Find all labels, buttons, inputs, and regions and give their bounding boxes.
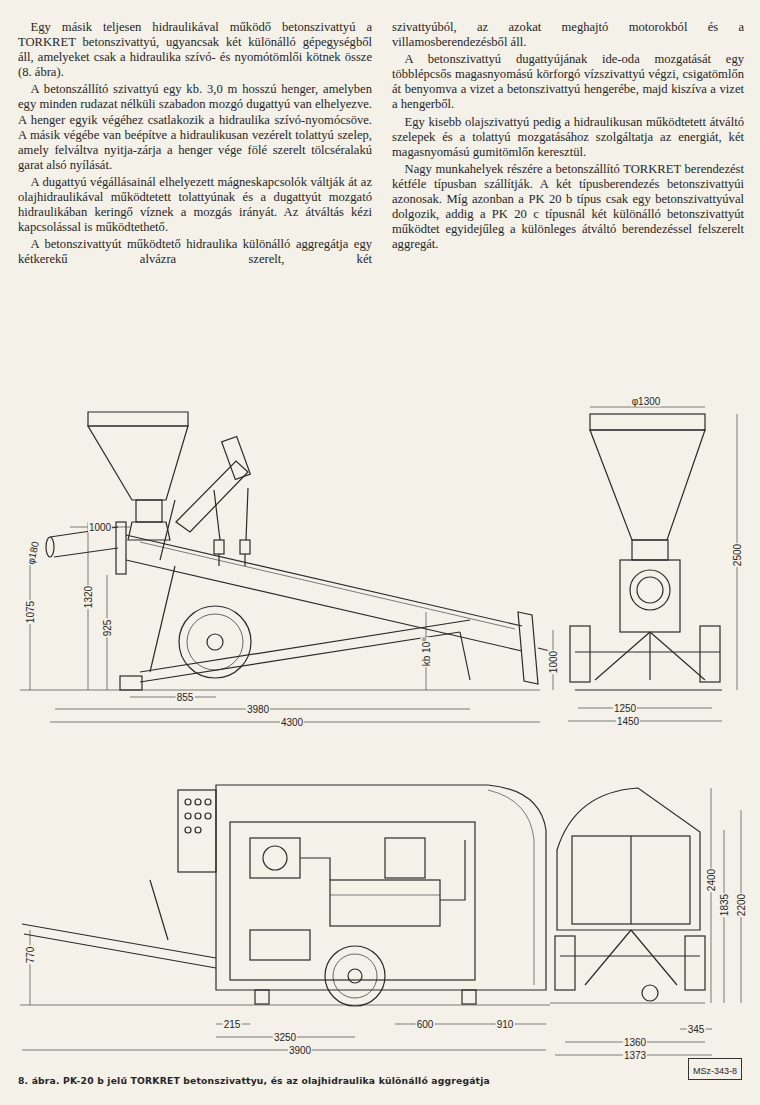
dimension-label: 855 [176, 692, 195, 703]
body-paragraph: szivattyúból, az azokat meghajtó motorok… [392, 20, 744, 50]
body-paragraph: A betonszivattyút működtető hidraulika k… [18, 237, 372, 267]
dimension-label: 215 [223, 1019, 242, 1030]
dimension-label: 345 [687, 1024, 706, 1035]
dimension-label: 770 [25, 946, 36, 965]
dimension-label: 1250 [613, 703, 637, 714]
drawing-number-box: MSz-343-8 [688, 1058, 742, 1080]
dimension-label: 1373 [623, 1050, 647, 1061]
pump-front-view [553, 407, 737, 721]
dimension-label: 910 [496, 1019, 515, 1030]
body-paragraph: Nagy munkahelyek részére a betonszállító… [392, 162, 744, 253]
dimension-label: 925 [102, 619, 113, 638]
dimension-label: 1835 [719, 893, 730, 917]
dimension-label: φ1300 [631, 396, 662, 407]
dimension-label: 1450 [616, 716, 640, 727]
dimension-label: 3980 [246, 704, 270, 715]
aggregate-side-view [20, 785, 550, 1050]
dimension-label: φ180 [25, 540, 41, 567]
dimension-label: 2500 [732, 543, 743, 567]
dimension-label: 4300 [280, 717, 304, 728]
body-paragraph: Egy másik teljesen hidraulikával működő … [18, 20, 372, 80]
dimension-label: 2200 [736, 893, 747, 917]
body-paragraph: A betonszivattyú dugattyújának ide-oda m… [392, 52, 744, 112]
dimension-label: 2400 [706, 868, 717, 892]
body-paragraph: A dugattyú végállásainál elhelyezett mág… [18, 175, 372, 235]
dimension-label: 1000 [88, 522, 112, 533]
body-paragraph: A betonszállító szivattyú egy kb. 3,0 m … [18, 82, 372, 173]
dimension-label: 600 [416, 1019, 435, 1030]
body-paragraph: Egy kisebb olajszivattyú pedig a hidraul… [392, 115, 744, 160]
dimension-label: 3250 [273, 1032, 297, 1043]
dimension-label: kb 10° [421, 637, 432, 667]
figure-caption: 8. ábra. PK-20 b jelű TORKRET betonsziva… [18, 1075, 490, 1086]
dimension-label: 1075 [25, 600, 36, 624]
drawing-number: MSz-343-8 [693, 1066, 737, 1076]
dimension-label: 1360 [623, 1037, 647, 1048]
dimension-label: 3900 [288, 1045, 312, 1056]
dimension-label: 1000 [548, 650, 559, 674]
pump-side-view [20, 412, 550, 722]
dimension-label: 1320 [83, 585, 94, 609]
aggregate-front-view [550, 788, 741, 1055]
